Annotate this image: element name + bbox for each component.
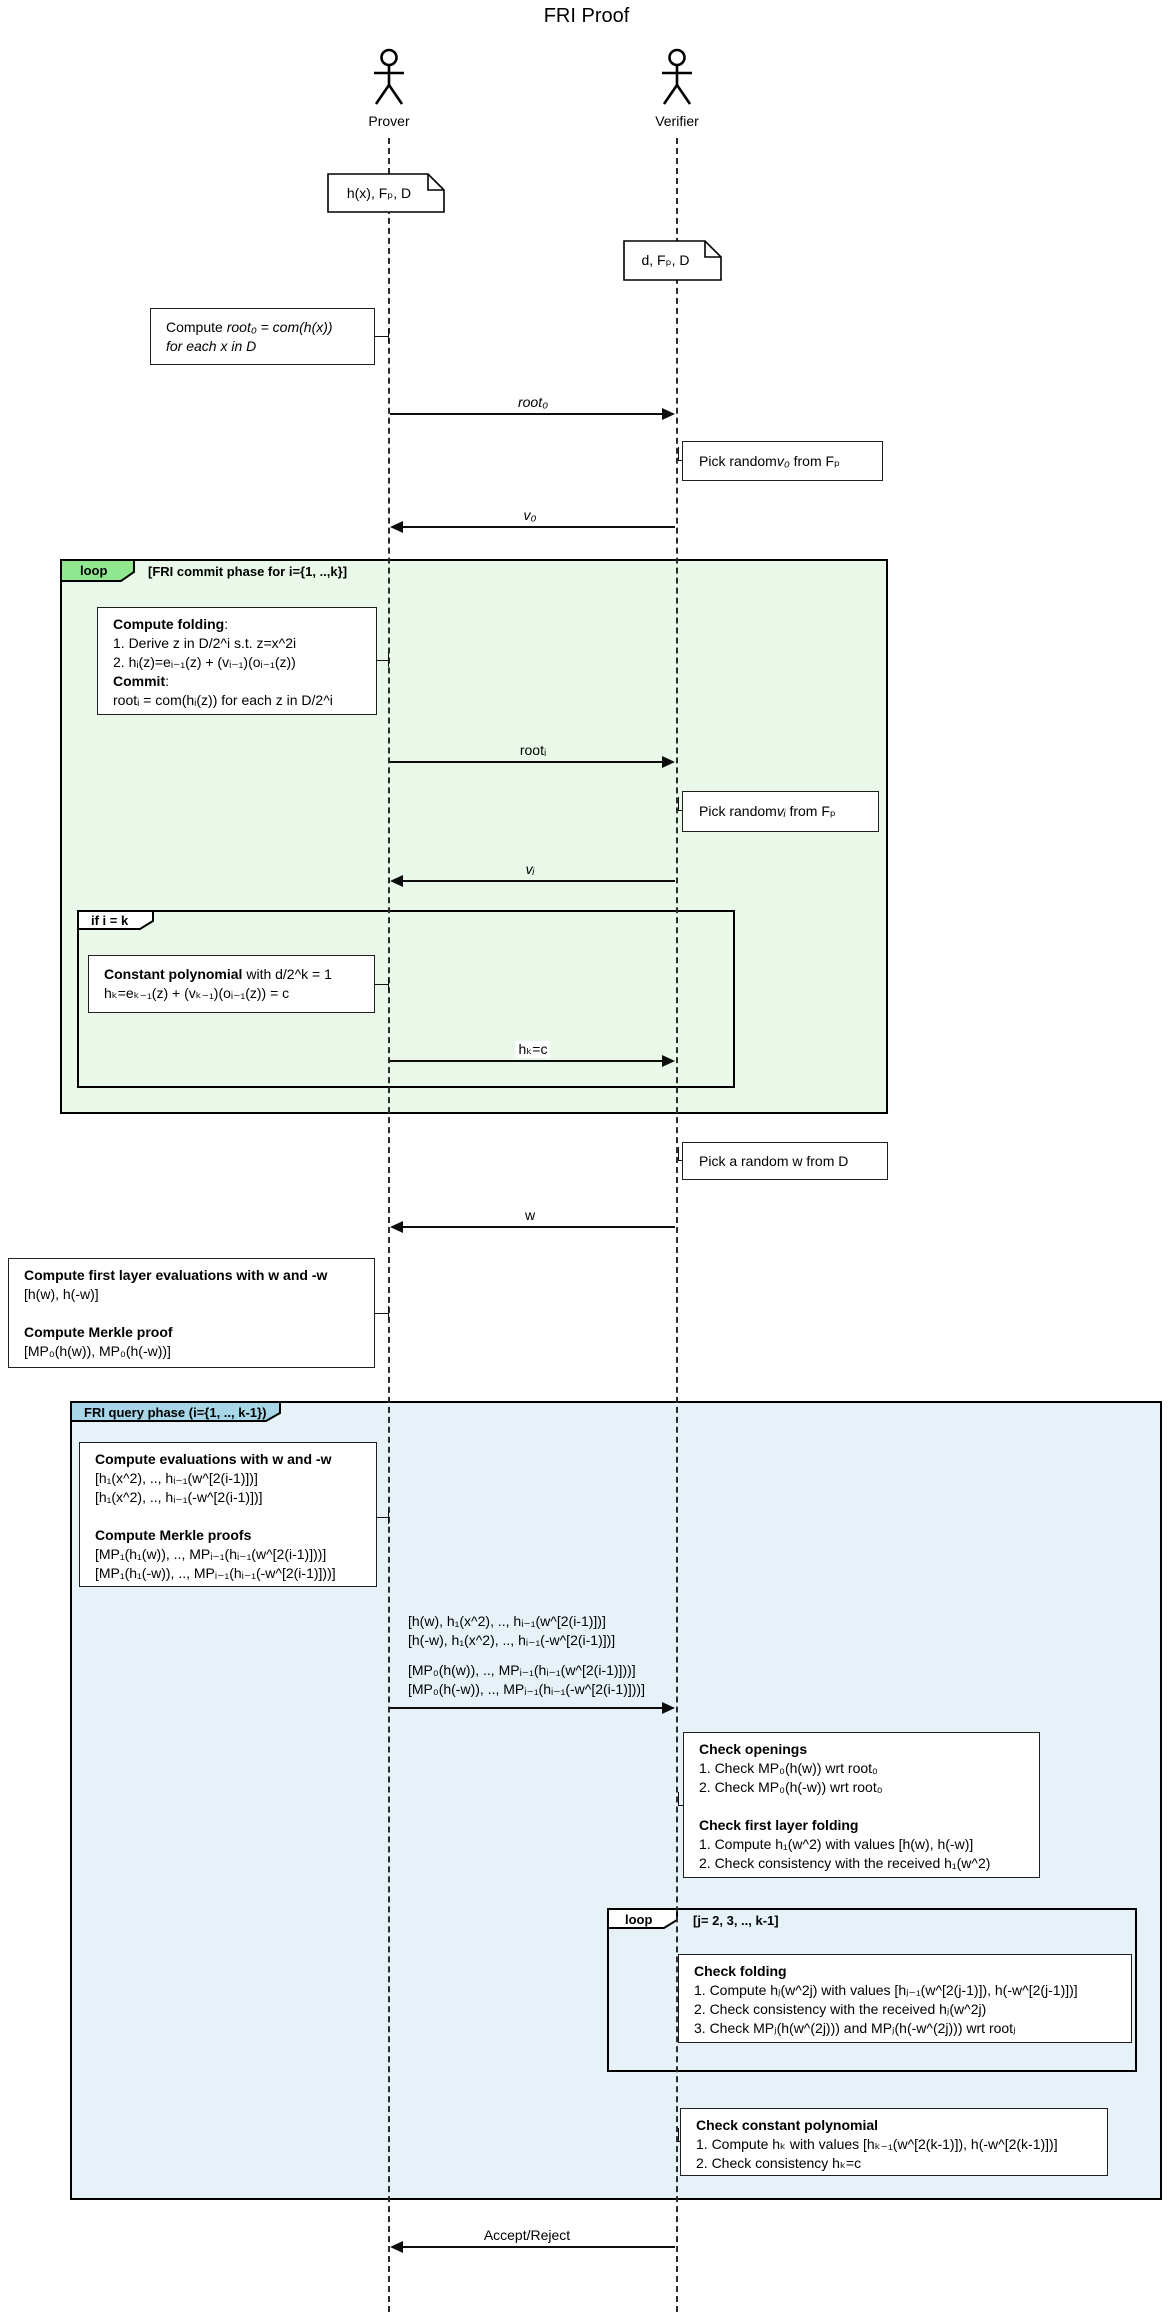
message-line-w (403, 1226, 675, 1228)
message-line-root0 (390, 413, 662, 415)
spacer (408, 1650, 645, 1661)
stub (377, 660, 389, 661)
message-line-query (390, 1707, 662, 1709)
commit-loop-condition: [FRI commit phase for i={1, ..,k}] (148, 564, 348, 579)
spacer (95, 1507, 366, 1526)
person-icon (662, 48, 692, 105)
note-check-openings: Check openings 1. Check MP₀(h(w)) wrt ro… (683, 1732, 1040, 1878)
message-label-v0: v₀ (520, 507, 540, 524)
message-line-vi (403, 880, 675, 882)
stub (678, 810, 684, 811)
arrowhead-right-icon (662, 408, 675, 420)
arrowhead-right-icon (662, 1702, 675, 1714)
check-loop-condition: [j= 2, 3, .., k-1] (693, 1913, 779, 1928)
check-loop-frame: loop [j= 2, 3, .., k-1] (607, 1908, 1137, 2072)
loop-tab-shape (60, 559, 135, 582)
stub (388, 977, 389, 991)
stub (388, 1510, 389, 1524)
actor-verifier-label: Verifier (655, 113, 699, 129)
message-label-accept: Accept/Reject (483, 2227, 571, 2243)
diagram-title: FRI Proof (543, 5, 630, 27)
stub (678, 447, 679, 461)
message-line-rooti (390, 761, 662, 763)
note-compute-root0: Compute root₀ = com(h(x)) for each x in … (150, 308, 375, 365)
spacer (24, 1304, 364, 1323)
message-label-rooti: rootᵢ (519, 742, 547, 758)
arrowhead-left-icon (390, 2241, 403, 2253)
actor-prover-label: Prover (368, 113, 410, 129)
stub (678, 460, 684, 461)
query-values-line1: [h(w), h₁(x^2), .., hᵢ₋₁(w^[2(i-1)])] (408, 1613, 606, 1629)
note-pick-w: Pick a random w from D (682, 1142, 888, 1180)
stub (678, 1160, 684, 1161)
note-first-layer: Compute first layer evaluations with w a… (8, 1258, 375, 1368)
stub (375, 336, 389, 337)
note-check-constant: Check constant polynomial 1. Compute hₖ … (680, 2108, 1108, 2176)
stub (678, 1805, 684, 1806)
note-compute-folding: Compute folding: 1. Derive z in D/2^i s.… (97, 607, 377, 715)
stub (678, 2128, 679, 2142)
note-constant-polynomial: Constant polynomial with d/2^k = 1 hₖ=eₖ… (88, 955, 375, 1013)
query-proofs-line2: [MP₀(h(-w)), .., MPᵢ₋₁(hᵢ₋₁(-w^[2(i-1)])… (408, 1681, 645, 1697)
arrowhead-left-icon (390, 1221, 403, 1233)
loop-keyword: loop (80, 563, 108, 578)
prover-inputs-label: h(x), Fₚ, D (346, 184, 412, 201)
person-icon (374, 48, 404, 105)
note-pick-v0: Pick random v₀ from Fₚ (682, 441, 883, 481)
stub (375, 984, 389, 985)
message-line-v0 (403, 526, 675, 528)
arrowhead-right-icon (662, 756, 675, 768)
arrowhead-right-icon (662, 1055, 675, 1067)
file-note-icon (623, 240, 722, 281)
check-loop-tab-shape (607, 1908, 678, 1929)
stub (388, 653, 389, 667)
actor-prover (367, 48, 411, 113)
stub (678, 1147, 679, 1161)
actor-verifier (655, 48, 699, 113)
arrowhead-left-icon (390, 875, 403, 887)
if-tab-shape (77, 910, 154, 930)
verifier-lifeline (676, 138, 678, 2312)
message-label-hk: hₖ=c (515, 1041, 551, 1058)
note-query-evals: Compute evaluations with w and -w [h₁(x^… (79, 1442, 377, 1587)
query-values-line2: [h(-w), h₁(x^2), .., hᵢ₋₁(-w^[2(i-1)])] (408, 1632, 616, 1648)
message-label-root0: root₀ (514, 394, 552, 411)
prover-lifeline (388, 138, 390, 2312)
stub (388, 1306, 389, 1320)
note-pick-vi: Pick random vᵢ from Fₚ (682, 791, 879, 832)
message-line-accept (403, 2246, 675, 2248)
if-keyword: if i = k (91, 913, 129, 928)
arrowhead-left-icon (390, 521, 403, 533)
note-check-folding: Check folding 1. Compute hⱼ(w^2j) with v… (678, 1954, 1132, 2043)
query-tab-shape (70, 1401, 281, 1422)
message-label-w: w (524, 1207, 536, 1223)
stub (678, 1792, 679, 1806)
message-label-vi: vᵢ (525, 861, 535, 877)
check-loop-keyword: loop (625, 1912, 653, 1927)
query-proofs-line1: [MP₀(h(w)), .., MPᵢ₋₁(hᵢ₋₁(w^[2(i-1)]))] (408, 1662, 636, 1678)
stub (375, 1313, 389, 1314)
file-note-prover-inputs: h(x), Fₚ, D (327, 173, 445, 213)
file-note-verifier-inputs: d, Fₚ, D (623, 240, 722, 281)
verifier-inputs-label: d, Fₚ, D (641, 252, 690, 268)
stub (388, 329, 389, 343)
spacer (699, 1797, 1029, 1816)
stub (377, 1517, 389, 1518)
message-line-hk (390, 1060, 662, 1062)
query-phase-keyword: FRI query phase (i={1, .., k-1}) (84, 1405, 267, 1420)
query-message-block: [h(w), h₁(x^2), .., hᵢ₋₁(w^[2(i-1)])] [h… (408, 1612, 645, 1699)
file-note-icon (327, 173, 445, 213)
if-frame: if i = k (77, 910, 735, 1088)
stub (678, 797, 679, 811)
